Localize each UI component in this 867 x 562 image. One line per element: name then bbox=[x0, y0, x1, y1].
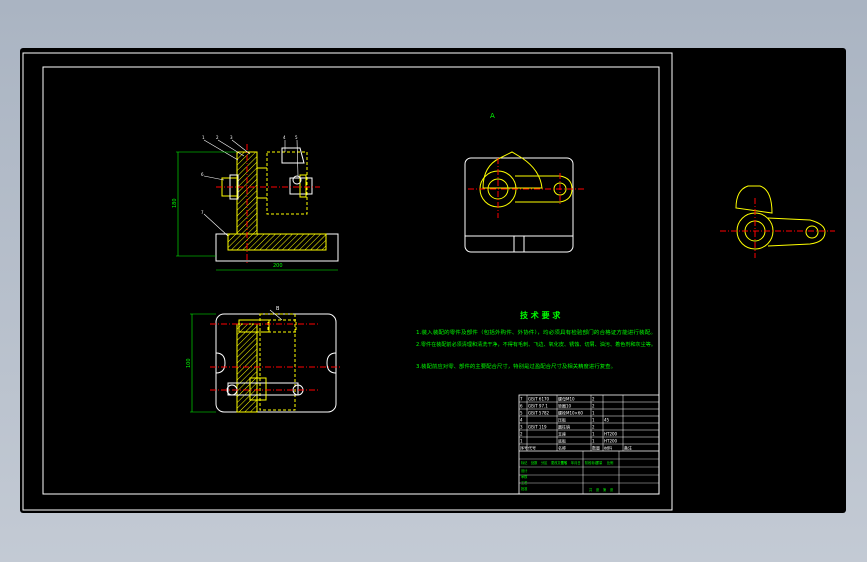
part-no-7: 7 bbox=[201, 210, 204, 215]
parts-cell: 45 bbox=[604, 418, 610, 423]
parts-cell: 5 bbox=[520, 411, 523, 416]
parts-header-cell: 名称 bbox=[558, 445, 566, 451]
footer-label: 第 bbox=[603, 487, 607, 492]
sheet-outer-border bbox=[22, 52, 673, 511]
sig-label: 标记 bbox=[521, 460, 528, 465]
parts-cell: 1 bbox=[592, 432, 595, 437]
parts-cell: 支座 bbox=[558, 431, 566, 437]
tech-req-line-1: 1.装入装配的零件及部件（包括外购件、外协件），均必须具有检验部门的合格证方能进… bbox=[416, 329, 656, 336]
tech-req-line-2: 2.零件在装配前必须清理和清洗干净，不得有毛刺、飞边、氧化皮、锈蚀、切屑、油污、… bbox=[416, 341, 656, 348]
part-number-labels: 1 2 3 4 5 6 7 bbox=[201, 135, 298, 215]
part-no-5: 5 bbox=[295, 135, 298, 140]
parts-cell: 底板 bbox=[558, 438, 566, 444]
parts-cell: HT200 bbox=[604, 432, 618, 437]
parts-cell: GB/T 119 bbox=[528, 425, 547, 430]
sig-label: 年月日 bbox=[571, 460, 581, 465]
parts-header-cell: 备注 bbox=[624, 445, 632, 451]
dim-height: 180 bbox=[172, 198, 178, 208]
parts-cell: 2 bbox=[520, 432, 523, 437]
sheet-inner-frame bbox=[42, 66, 660, 495]
parts-cell: 螺栓M10×60 bbox=[558, 410, 583, 416]
stage-label: 比例 bbox=[607, 460, 613, 465]
footer-label: 张 bbox=[596, 487, 600, 492]
detail-view-lever bbox=[720, 185, 835, 258]
approval-label: 设计 bbox=[521, 468, 528, 473]
front-view bbox=[176, 139, 339, 271]
parts-cell: GB/T 97.1 bbox=[528, 404, 548, 409]
parts-cell: 螺母M10 bbox=[558, 396, 575, 402]
view-marker-a: A bbox=[490, 112, 495, 120]
top-view bbox=[190, 309, 340, 413]
dim-width: 200 bbox=[273, 263, 283, 269]
parts-cell: 压板 bbox=[558, 417, 566, 423]
side-view bbox=[464, 151, 585, 253]
stage-label: 重量 bbox=[596, 460, 603, 465]
parts-cell: 2 bbox=[592, 425, 595, 430]
parts-cell: HT200 bbox=[604, 439, 618, 444]
sig-label: 分区 bbox=[541, 460, 548, 465]
cad-drawing: A B 180 200 100 1 2 3 4 5 6 7 技 术 要 求 1.… bbox=[22, 52, 835, 511]
parts-cell: 2 bbox=[592, 404, 595, 409]
parts-header-cell: 材料 bbox=[604, 445, 612, 451]
approval-label: 工艺 bbox=[521, 480, 527, 485]
parts-cell: 3 bbox=[520, 425, 523, 430]
parts-header-cell: 代号 bbox=[528, 445, 536, 451]
tech-req-title: 技 术 要 求 bbox=[520, 310, 561, 320]
parts-cell: GB/T 6170 bbox=[528, 397, 550, 402]
tech-req-line-3: 3.装配前应对零、部件的主要配合尺寸，特别是过盈配合尺寸及相关精度进行复查。 bbox=[416, 363, 616, 370]
sig-label: 签名 bbox=[561, 460, 567, 465]
parts-cell: GB/T 5782 bbox=[528, 411, 550, 416]
footer-label: 共 bbox=[589, 487, 593, 492]
sig-label: 更改文件号 bbox=[551, 460, 567, 465]
parts-cell: 7 bbox=[520, 397, 523, 402]
parts-cell: 1 bbox=[592, 418, 595, 423]
dim-depth: 100 bbox=[186, 358, 192, 368]
part-no-6: 6 bbox=[201, 172, 204, 177]
part-no-1: 1 bbox=[202, 135, 205, 140]
parts-header-cell: 序号 bbox=[520, 445, 528, 451]
stage-label: 阶段标记 bbox=[585, 460, 599, 465]
parts-cell: 垫圈10 bbox=[558, 403, 572, 409]
technical-requirements: 技 术 要 求 1.装入装配的零件及部件（包括外购件、外协件），均必须具有检验部… bbox=[416, 310, 656, 370]
parts-cell: 6 bbox=[520, 404, 523, 409]
title-block: 7 GB/T 6170 螺母M10 2 6 GB/T 97.1 垫圈10 2 5 GB/T 578… bbox=[518, 394, 660, 495]
parts-cell: 圆柱销 bbox=[558, 424, 570, 430]
parts-cell: 1 bbox=[592, 411, 595, 416]
sig-label: 处数 bbox=[531, 460, 538, 465]
parts-cell: 1 bbox=[592, 439, 595, 444]
footer-label: 张 bbox=[610, 487, 614, 492]
parts-cell: 1 bbox=[520, 439, 523, 444]
parts-cell: 4 bbox=[520, 418, 523, 423]
part-no-4: 4 bbox=[283, 135, 286, 140]
parts-cell: 2 bbox=[592, 397, 595, 402]
parts-header-cell: 数量 bbox=[592, 445, 600, 451]
approval-label: 审核 bbox=[521, 474, 528, 479]
drawing-sheet: A B 180 200 100 1 2 3 4 5 6 7 技 术 要 求 1.… bbox=[20, 48, 846, 513]
part-no-2: 2 bbox=[216, 135, 219, 140]
view-marker-b: B bbox=[276, 306, 280, 312]
part-no-3: 3 bbox=[230, 135, 233, 140]
approval-label: 批准 bbox=[521, 486, 528, 491]
title-block-border bbox=[518, 394, 660, 495]
